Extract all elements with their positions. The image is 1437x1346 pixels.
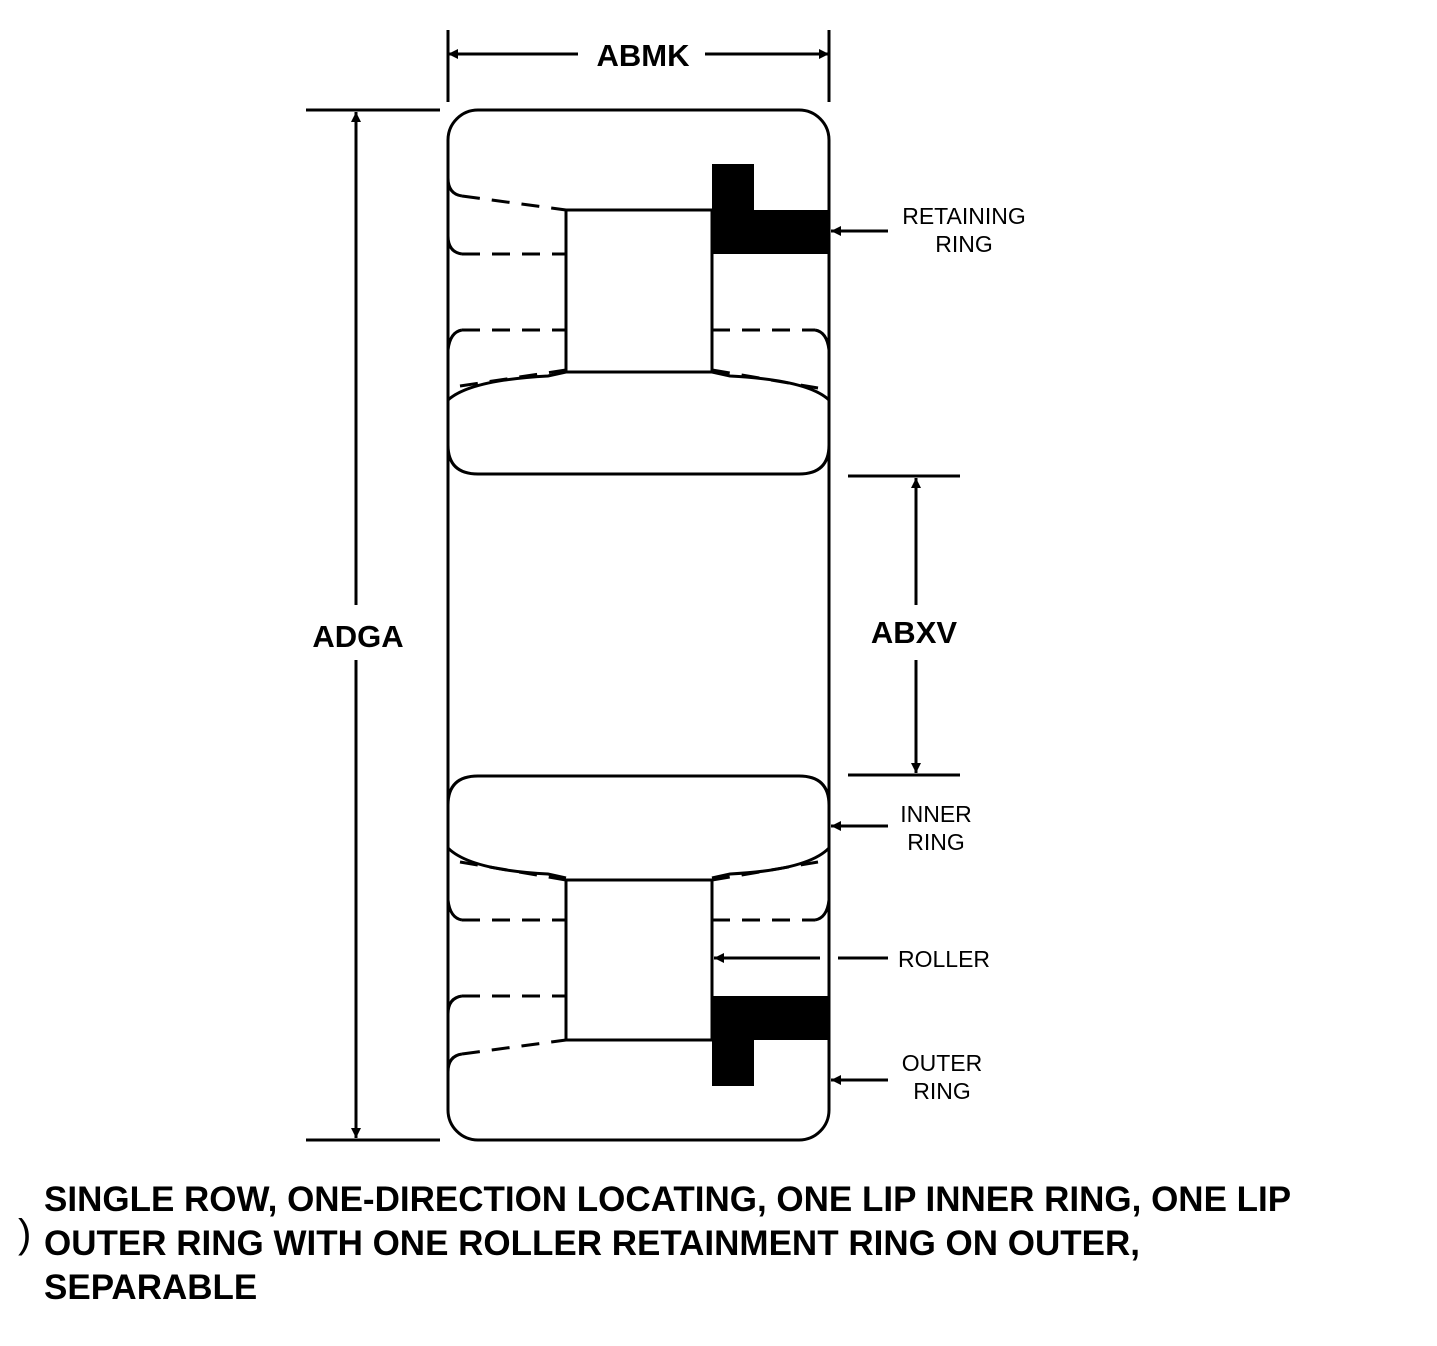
retaining-ring-lower <box>712 996 829 1086</box>
caption-line-1: SINGLE ROW, ONE-DIRECTION LOCATING, ONE … <box>44 1180 1292 1219</box>
caption-line-2: OUTER RING WITH ONE ROLLER RETAINMENT RI… <box>44 1224 1140 1263</box>
roller-upper <box>564 208 714 374</box>
bearing-outline <box>446 108 831 1142</box>
caption-line-3: SEPARABLE <box>44 1268 258 1307</box>
callout-roller: ROLLER <box>898 946 990 972</box>
caption-marker: ) <box>18 1212 32 1256</box>
dim-label-od: ADGA <box>312 619 403 654</box>
dim-label-bore: ABXV <box>871 615 957 650</box>
inner-ring-lower <box>446 774 831 880</box>
outer-ring-lower-curves <box>446 899 831 1073</box>
callout-outer-ring-2: RING <box>913 1078 971 1104</box>
inner-ring-lower-dashed <box>459 860 819 882</box>
caption: SINGLE ROW, ONE-DIRECTION LOCATING, ONE … <box>44 1178 1424 1310</box>
callout-inner-ring-2: RING <box>907 829 965 855</box>
callout-outer-ring-1: OUTER <box>902 1050 983 1076</box>
callout-inner-ring-1: INNER <box>900 801 972 827</box>
outer-ring-upper-curves <box>446 177 831 351</box>
callout-retaining-ring-1: RETAINING <box>902 203 1026 229</box>
callout-retaining-ring-2: RING <box>935 231 993 257</box>
retaining-ring-upper <box>712 164 829 254</box>
dim-label-width: ABMK <box>597 38 691 73</box>
roller-lower <box>564 878 714 1042</box>
inner-ring-upper-dashed <box>459 368 819 390</box>
inner-ring-upper <box>446 370 831 476</box>
